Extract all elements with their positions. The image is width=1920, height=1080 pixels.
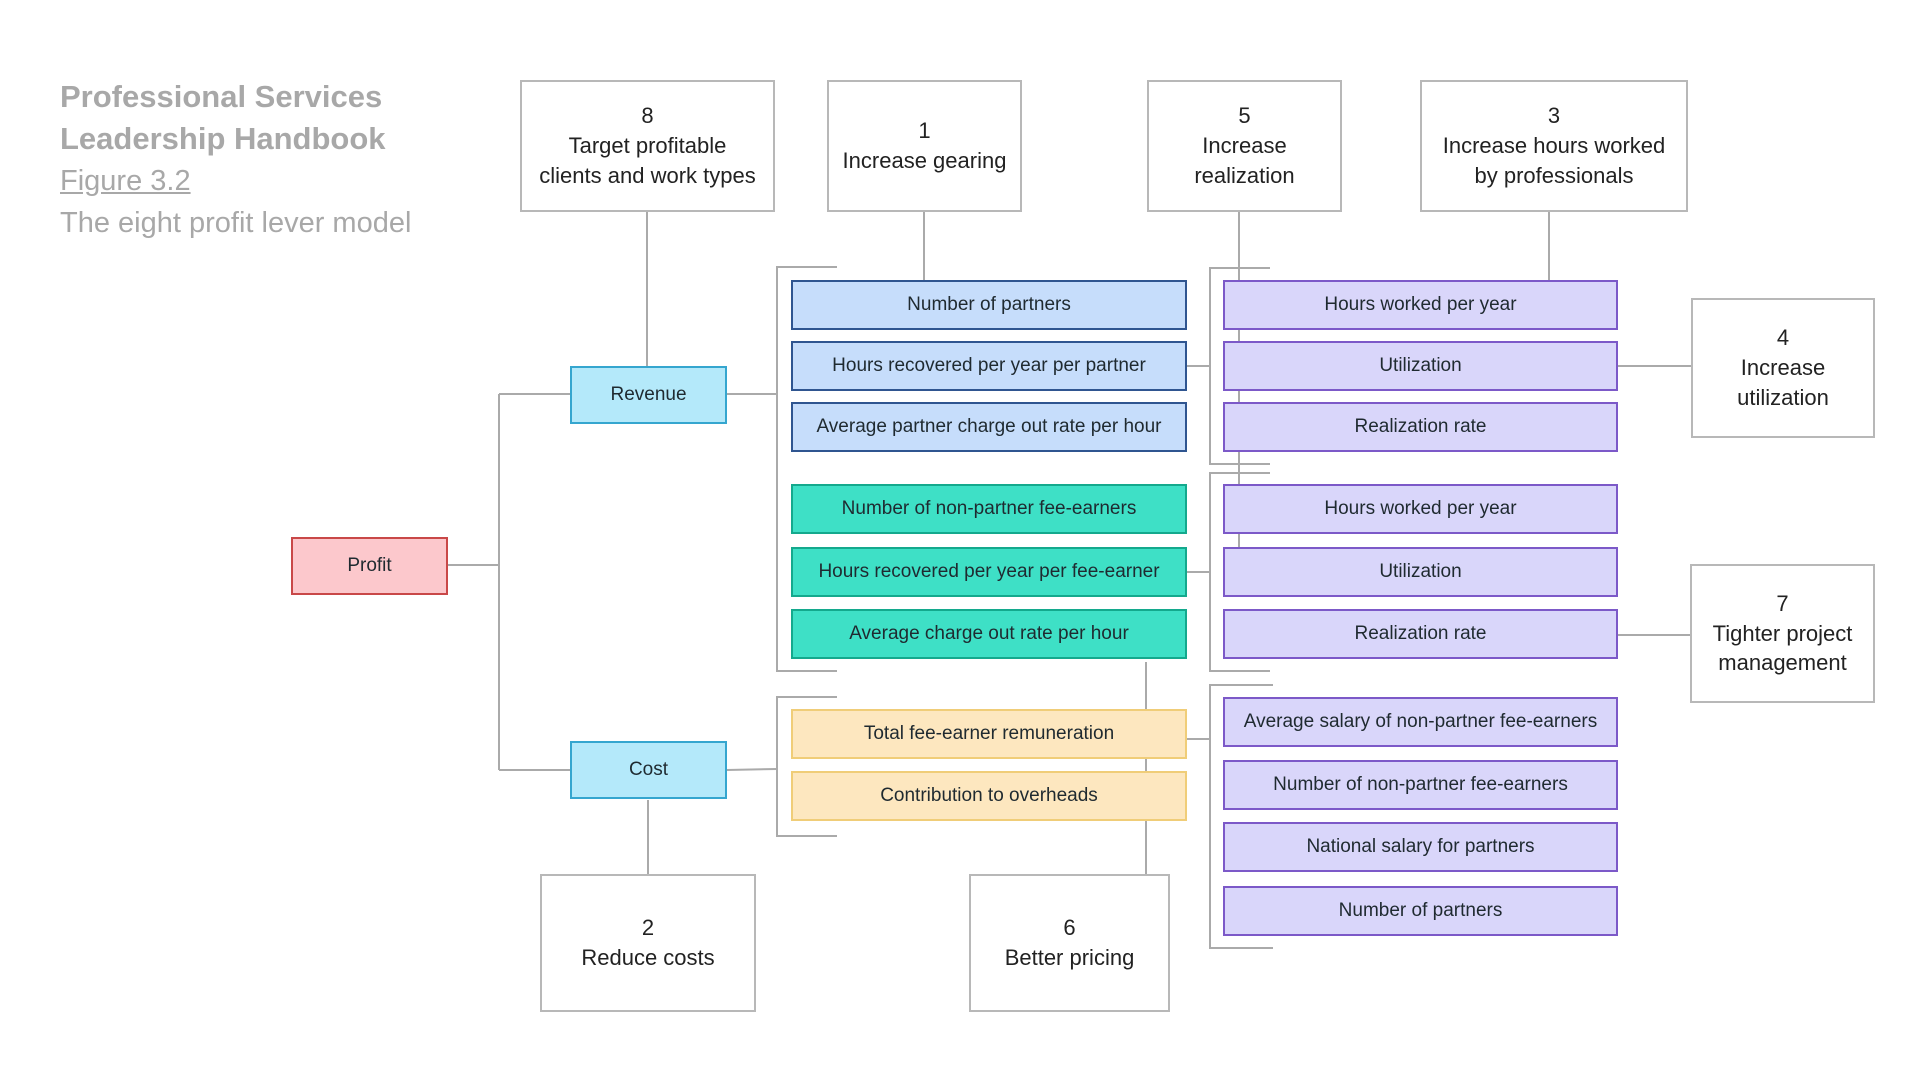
node-average-salary-non-partner: Average salary of non-partner fee-earner… [1223,697,1618,747]
lever-2-reduce-costs: 2 Reduce costs [540,874,756,1012]
lever-6-number: 6 [1063,915,1076,941]
lever-8-text-line-1: Target profitable [568,133,727,159]
node-partner-hours-worked: Hours worked per year [1223,280,1618,330]
lever-5-number: 5 [1238,103,1251,129]
node-revenue: Revenue [570,366,727,424]
node-number-of-partners-cost: Number of partners [1223,886,1618,936]
lever-7-number: 7 [1776,590,1789,616]
node-partner-utilization: Utilization [1223,341,1618,391]
bracket-cost [776,696,837,837]
node-fee-earner-realization-rate: Realization rate [1223,609,1618,659]
lever-3-text-line-1: Increase hours worked [1442,133,1666,159]
title-block: Professional Services Leadership Handboo… [60,76,411,244]
node-partner-charge-out-rate: Average partner charge out rate per hour [791,402,1187,452]
node-profit: Profit [291,537,448,595]
lever-4-increase-utilization: 4 Increase utilization [1691,298,1875,438]
node-fee-earner-utilization: Utilization [1223,547,1618,597]
node-number-non-partner-fee-earners: Number of non-partner fee-earners [1223,760,1618,810]
figure-number: Figure 3.2 [60,165,191,197]
lever-2-number: 2 [641,915,655,941]
lever-7-text-line-2: management [1718,650,1847,676]
connector-profit [447,393,570,771]
bracket-remuneration [1187,684,1273,949]
lever-4-text-line-2: utilization [1737,384,1829,410]
lever-8-target-profitable-clients: 8 Target profitable clients and work typ… [520,80,775,212]
lever-5-text-line-1: Increase [1202,133,1287,159]
lever-4-number: 4 [1776,325,1790,351]
node-hours-recovered-per-partner: Hours recovered per year per partner [791,341,1187,391]
lever-1-number: 1 [918,118,931,144]
lever-5-text-line-2: realization [1194,162,1295,188]
node-hours-recovered-per-fee-earner: Hours recovered per year per fee-earner [791,547,1187,597]
lever-3-text-line-2: by professionals [1474,162,1634,188]
node-total-fee-earner-remuneration: Total fee-earner remuneration [791,709,1187,759]
bracket-revenue [776,266,837,672]
lever-7-text-line-1: Tighter project [1712,620,1853,646]
node-number-of-partners: Number of partners [791,280,1187,330]
figure-subtitle: The eight profit lever model [60,207,412,239]
lever-1-text-line-1: Increase gearing [842,148,1007,173]
lever-3-increase-hours-worked: 3 Increase hours worked by professionals [1420,80,1688,212]
lever-1-increase-gearing: 1 Increase gearing [827,80,1022,212]
node-cost: Cost [570,741,727,799]
lever-6-better-pricing: 6 Better pricing [969,874,1170,1012]
lever-5-increase-realization: 5 Increase realization [1147,80,1342,212]
lever-3-number: 3 [1547,103,1561,129]
node-average-charge-out-rate: Average charge out rate per hour [791,609,1187,659]
lever-8-text-line-2: clients and work types [539,162,756,188]
lever-6-text-line-1: Better pricing [1004,945,1135,970]
lever-7-tighter-project-management: 7 Tighter project management [1690,564,1875,703]
node-fee-earner-hours-worked: Hours worked per year [1223,484,1618,534]
node-contribution-to-overheads: Contribution to overheads [791,771,1187,821]
title-line-1: Professional Services [60,79,383,114]
lever-4-text-line-1: Increase [1740,355,1826,381]
lever-2-text-line-1: Reduce costs [581,945,715,970]
node-national-salary-partners: National salary for partners [1223,822,1618,872]
node-partner-realization-rate: Realization rate [1223,402,1618,452]
node-number-of-non-partner-fee-earners: Number of non-partner fee-earners [791,484,1187,534]
connector-cost [726,768,778,771]
title-line-2: Leadership Handbook [60,121,386,156]
lever-8-number: 8 [641,103,654,129]
